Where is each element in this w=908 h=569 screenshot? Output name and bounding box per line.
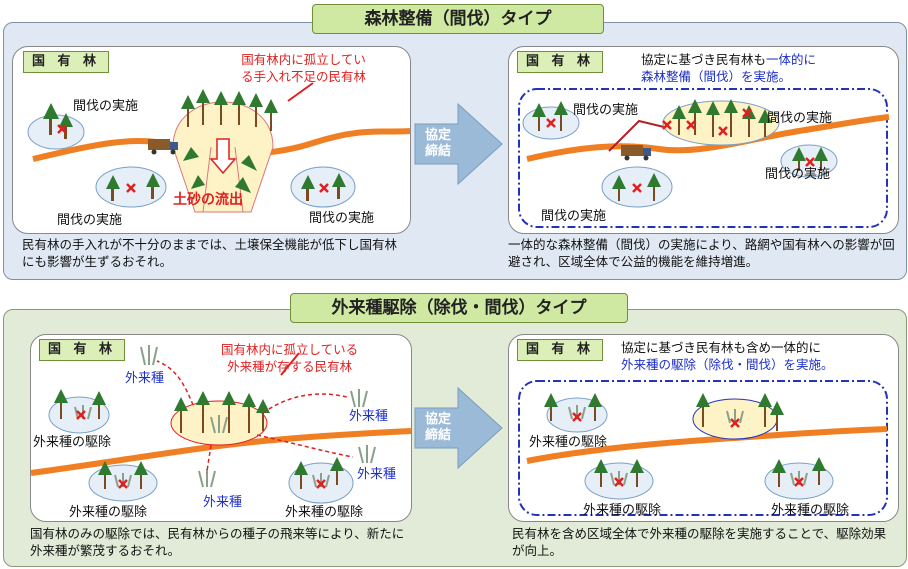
description-before: 民有林の手入れが不十分のままでは、土壌保全機能が低下し国有林にも影響が生ずるおそ… [22, 237, 398, 269]
forest-illustration [31, 345, 411, 504]
tag-national-forest: 国 有 林 [517, 51, 604, 73]
label-thinning: 間伐の実施 [767, 111, 833, 126]
label-thinning: 間伐の実施 [541, 209, 607, 224]
section-title-thinning: 森林整備（間伐）タイプ [312, 4, 604, 34]
label-agreement: 協定 締結 [424, 128, 451, 159]
forest-illustration [518, 380, 888, 516]
note-agreement: 協定に基づき民有林も含め一体的に 外来種の駆除（除伐・間伐）を実施。 [621, 339, 834, 373]
description-after: 一体的な森林整備（間伐）の実施により、路網や国有林への影響が回避され、区域全体で… [508, 237, 895, 269]
label-thinning: 間伐の実施 [57, 213, 123, 228]
label-thinning: 間伐の実施 [765, 167, 831, 182]
note-text: 協定に基づき民有林も含め一体的に [621, 340, 822, 355]
label-removal: 外来種の駆除 [33, 435, 112, 450]
label-removal: 外来種の駆除 [69, 505, 148, 520]
section-title-invasive: 外来種駆除（除伐・間伐）タイプ [290, 293, 628, 323]
label-removal: 外来種の駆除 [285, 505, 364, 520]
note-highlight: 森林整備（間伐）を実施。 [641, 69, 792, 84]
tag-national-forest: 国 有 林 [23, 51, 110, 73]
label-agreement: 協定 締結 [424, 412, 451, 443]
panel-after-removal: 国 有 林 協定に基づき民有林も含め一体的に 外来種の駆除（除伐・間伐）を実施。… [508, 334, 899, 522]
label-removal: 外来種の駆除 [583, 503, 662, 518]
panel-after-thinning: 国 有 林 協定に基づき民有林も一体的に 森林整備（間伐）を実施。 間伐の実施 … [508, 46, 899, 234]
label-thinning: 間伐の実施 [309, 211, 375, 226]
forest-illustration [27, 82, 410, 213]
tag-national-forest: 国 有 林 [39, 339, 126, 361]
note-highlight: 一体的に [766, 52, 817, 67]
label-soil-erosion: 土砂の流出 [173, 192, 243, 208]
label-invasive-species: 外来種 [357, 467, 397, 482]
callout-isolated-private-forest: 国有林内に孤立している 外来種が存する民有林 [221, 342, 359, 374]
tag-national-forest: 国 有 林 [517, 339, 604, 361]
panel-before-thinning: 国 有 林 国有林内に孤立してい る手入れ不足の民有林 間伐の実施 間伐の実施 … [12, 46, 411, 234]
panel-before-removal: 国 有 林 国有林内に孤立している 外来種が存する民有林 外来種 外来種 外来種… [30, 334, 412, 522]
note-agreement: 協定に基づき民有林も一体的に 森林整備（間伐）を実施。 [641, 51, 816, 85]
label-invasive-species: 外来種 [349, 409, 389, 424]
label-removal: 外来種の駆除 [771, 503, 850, 518]
callout-isolated-private-forest: 国有林内に孤立してい る手入れ不足の民有林 [241, 52, 367, 84]
note-text: 協定に基づき民有林も [641, 52, 767, 67]
label-removal: 外来種の駆除 [529, 435, 608, 450]
description-before: 国有林のみの駆除では、民有林からの種子の飛来等により、新たに外来種が繁茂するおそ… [30, 526, 405, 558]
label-thinning: 間伐の実施 [573, 103, 639, 118]
forest-illustration [518, 88, 890, 228]
label-thinning: 間伐の実施 [73, 99, 139, 114]
label-invasive-species: 外来種 [125, 371, 165, 386]
description-after: 民有林を含め区域全体で外来種の駆除を実施することで、駆除効果が向上。 [512, 526, 887, 558]
note-highlight: 外来種の駆除（除伐・間伐）を実施。 [621, 357, 834, 372]
label-invasive-species: 外来種 [203, 495, 243, 510]
